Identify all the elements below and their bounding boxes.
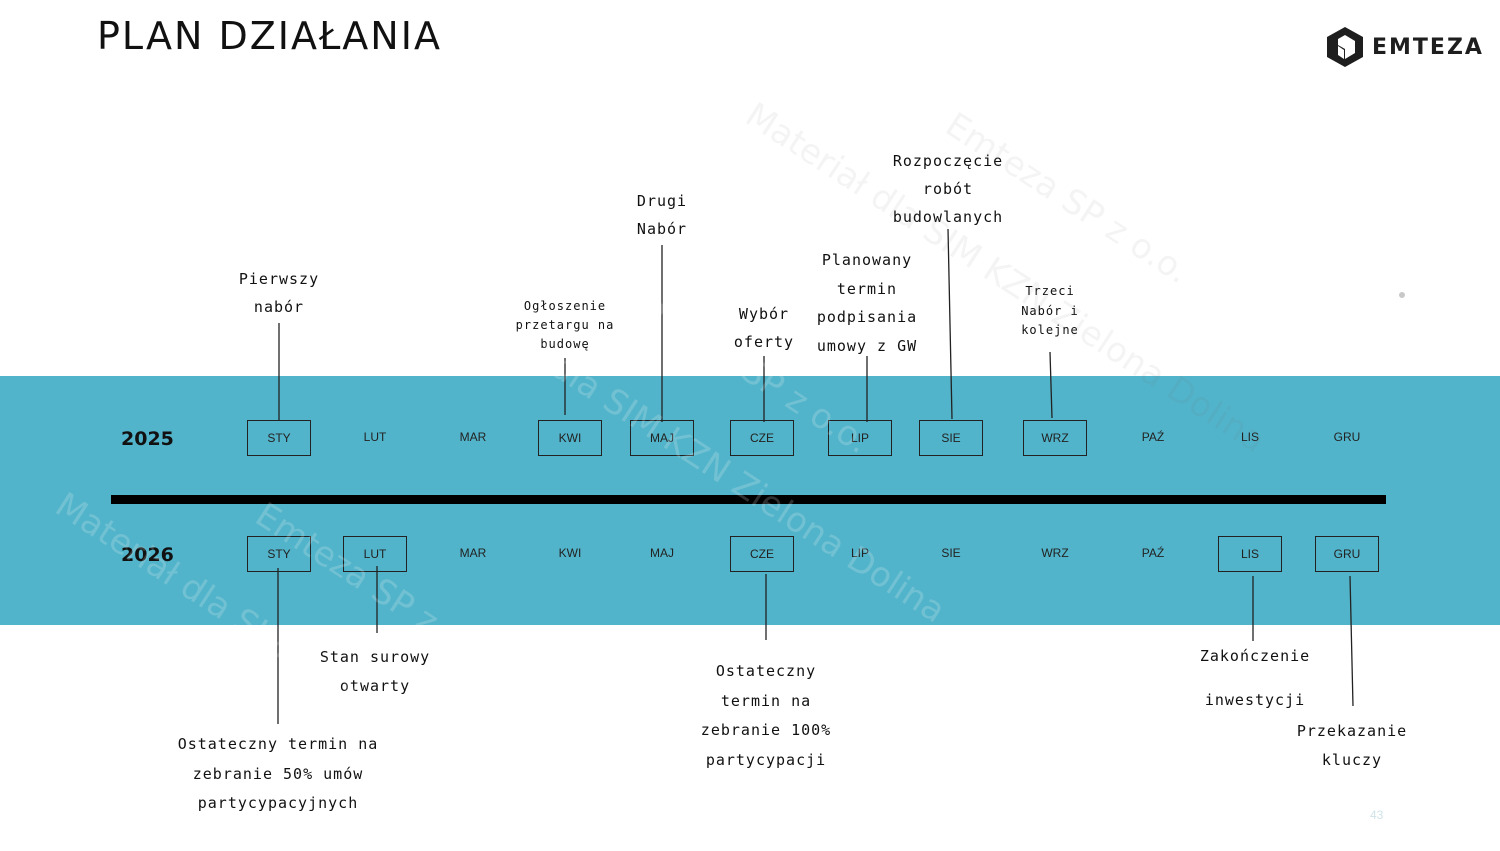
month-2025-kwi: KWI <box>538 420 602 456</box>
page-title: PLAN DZIAŁANIA <box>97 14 442 58</box>
milestone-text-line: Przekazanie <box>1296 722 1408 740</box>
milestone-text-line: Planowany <box>821 251 913 269</box>
logo-text: EMTEZA <box>1372 34 1484 60</box>
milestone-text-line: budowę <box>540 337 590 351</box>
milestone-text-line: Nabór i <box>1021 303 1079 318</box>
month-2026-lip: LIP <box>850 546 869 560</box>
milestone-text-line: Stan surowy <box>319 648 431 666</box>
milestone-connector-2026-lis <box>1252 576 1254 641</box>
milestone-text-line: przetargu na <box>515 318 615 332</box>
month-2026-lis: LIS <box>1218 536 1282 572</box>
month-2026-lut: LUT <box>343 536 407 572</box>
month-2025-lut: LUT <box>363 430 387 444</box>
month-2025-maj: MAJ <box>630 420 694 456</box>
milestone-text-line: inwestycji <box>1204 691 1306 709</box>
month-2026-maj: MAJ <box>650 546 674 560</box>
page-number: 43 <box>1370 808 1384 822</box>
year-label-2026: 2026 <box>121 544 174 566</box>
month-2025-lip: LIP <box>828 420 892 456</box>
month-2025-cze: CZE <box>730 420 794 456</box>
milestone-connector-2025-sie <box>947 229 953 419</box>
milestone-text-line: zebranie 50% umów <box>192 764 364 783</box>
milestone-label-2026-gru: Przekazanie kluczy <box>1297 717 1407 774</box>
milestone-text-line <box>1200 667 1310 689</box>
milestone-text-line: partycypacji <box>705 750 827 769</box>
milestone-text-line: nabór <box>253 298 305 316</box>
month-2025-gru: GRU <box>1333 430 1361 444</box>
milestone-connector-2025-wrz <box>1049 352 1053 418</box>
month-2026-mar: MAR <box>459 546 487 560</box>
milestone-text-line: Ostateczny <box>715 662 817 680</box>
milestone-text-line: robót <box>922 180 974 198</box>
milestone-connector-2025-sty <box>278 323 280 420</box>
milestone-label-2025-sty: Pierwszy nabór <box>239 265 319 321</box>
milestone-connector-2025-cze <box>763 356 765 422</box>
milestone-text-line: partycypacyjnych <box>197 794 359 812</box>
milestone-connector-2026-lut <box>376 566 378 633</box>
milestone-text-line: kolejne <box>1021 323 1079 337</box>
month-2026-kwi: KWI <box>558 546 582 560</box>
milestone-text-line: Pierwszy <box>238 270 320 288</box>
milestone-connector-2026-sty <box>277 568 279 724</box>
month-2026-paź: PAŹ <box>1141 546 1165 560</box>
month-2026-wrz: WRZ <box>1041 546 1069 560</box>
decorative-dot <box>1399 292 1405 298</box>
milestone-label-2025-kwi: Ogłoszenie przetargu na budowę <box>516 297 615 354</box>
milestone-connector-2025-kwi <box>564 358 566 415</box>
milestone-connector-2025-lip <box>866 356 868 422</box>
month-2025-wrz: WRZ <box>1023 420 1087 456</box>
milestone-text-line: budowlanych <box>892 208 1004 226</box>
timeline-axis <box>111 495 1386 504</box>
milestone-connector-2026-gru <box>1349 576 1354 706</box>
milestone-text-line: Drugi <box>636 192 688 210</box>
month-2025-lis: LIS <box>1240 430 1259 444</box>
milestone-text-line: Nabór <box>636 220 688 238</box>
month-2025-paź: PAŹ <box>1141 430 1165 444</box>
milestone-label-2025-sie: Rozpoczęcie robót budowlanych <box>893 147 1003 231</box>
milestone-connector-2026-cze <box>765 574 767 640</box>
milestone-text-line: oferty <box>733 333 795 351</box>
milestone-text-line: kluczy <box>1321 750 1383 769</box>
milestone-text-line: Trzeci <box>1025 284 1075 298</box>
milestone-connector-2025-maj <box>661 245 663 422</box>
year-label-2025: 2025 <box>121 428 174 450</box>
milestone-text-line: podpisania <box>816 308 918 326</box>
milestone-label-2026-cze: Ostateczny termin na zebranie 100% partycyp… <box>701 657 831 775</box>
month-2025-mar: MAR <box>459 430 487 444</box>
company-logo: EMTEZA <box>1326 26 1484 68</box>
month-2026-sty: STY <box>247 536 311 572</box>
milestone-label-2025-lip: Planowany termin podpisania umowy z GW <box>817 246 917 360</box>
emteza-hexagon-logo-icon <box>1327 27 1363 67</box>
milestone-text-line: umowy z GW <box>816 336 918 355</box>
month-2026-sie: SIE <box>941 546 961 560</box>
milestone-text-line: Ostateczny termin na <box>177 735 379 753</box>
milestone-text-line: Zakończenie <box>1199 647 1311 665</box>
month-2026-cze: CZE <box>730 536 794 572</box>
milestone-label-2026-lis: Zakończenie inwestycji <box>1200 645 1310 711</box>
milestone-text-line: termin <box>836 279 898 298</box>
milestone-text-line: termin na <box>720 691 812 710</box>
milestone-text-line: Rozpoczęcie <box>892 152 1004 170</box>
milestone-text-line: Ogłoszenie <box>523 299 607 313</box>
milestone-label-2026-lut: Stan surowy otwarty <box>320 643 430 701</box>
month-2026-gru: GRU <box>1315 536 1379 572</box>
month-2025-sie: SIE <box>919 420 983 456</box>
milestone-text-line: zebranie 100% <box>700 721 832 739</box>
month-2025-sty: STY <box>247 420 311 456</box>
milestone-label-2025-cze: Wybór oferty <box>734 300 794 356</box>
milestone-text-line: otwarty <box>339 677 411 695</box>
milestone-text-line: Wybór <box>738 305 790 323</box>
milestone-label-2026-sty: Ostateczny termin na zebranie 50% umów par… <box>178 730 379 819</box>
